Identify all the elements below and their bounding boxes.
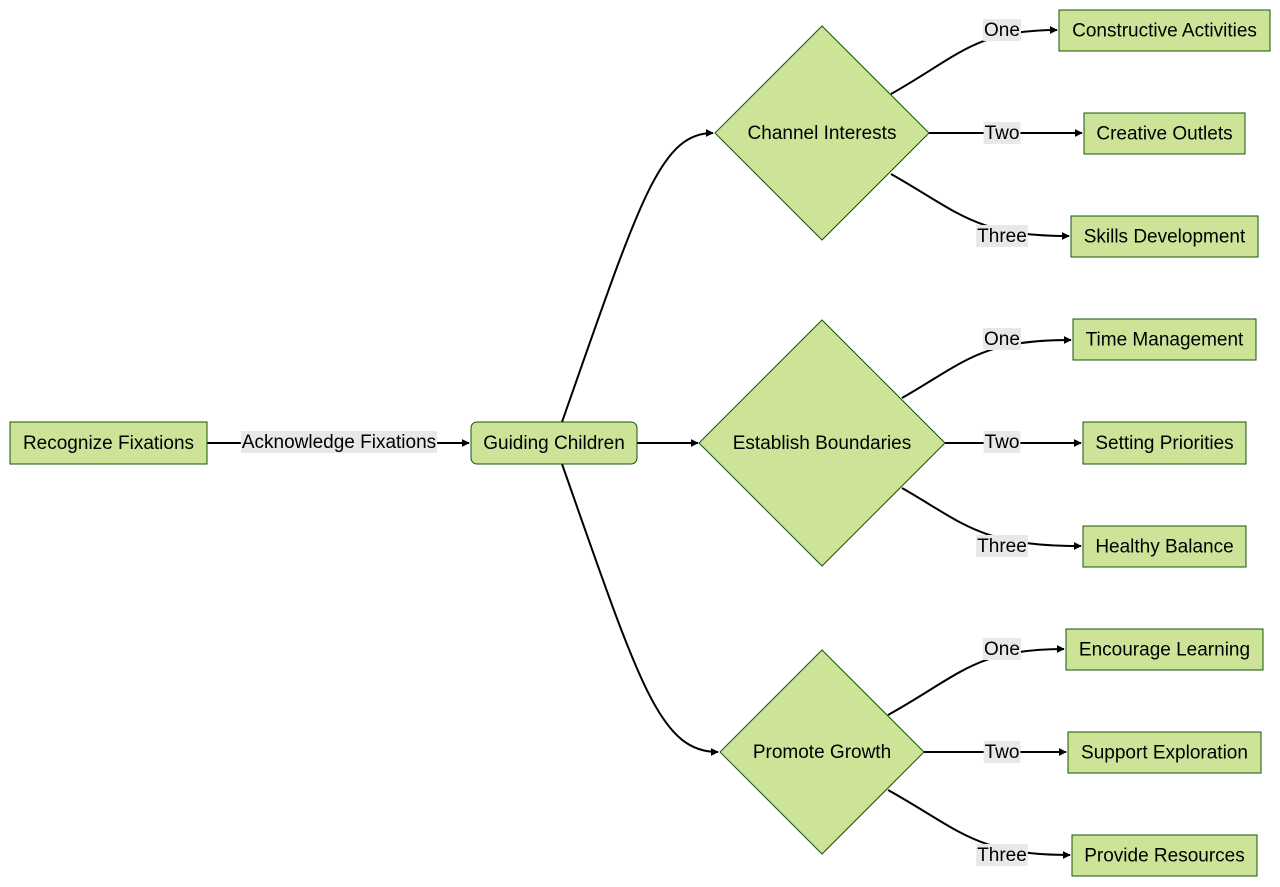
diamond-shape — [719, 649, 925, 855]
node-label: Promote Growth — [753, 742, 891, 763]
edge-promote-to-learning: One — [887, 638, 1065, 716]
node-label: Creative Outlets — [1096, 124, 1232, 145]
edge-label: One — [984, 639, 1020, 660]
rect-shape — [1082, 421, 1247, 465]
node-label: Time Management — [1086, 330, 1244, 351]
edge-guiding-to-promote — [561, 463, 719, 756]
rect-shape — [1082, 525, 1247, 568]
edge-label-background — [983, 122, 1021, 144]
node-label: Healthy Balance — [1095, 537, 1233, 558]
edge-label: One — [984, 329, 1020, 350]
edge-label-background — [983, 328, 1021, 350]
edge-arrow — [887, 645, 1065, 716]
edge-arrow — [887, 789, 1071, 859]
edge-arrow — [901, 487, 1082, 550]
rect-shape — [1072, 318, 1257, 361]
rect-shape — [1058, 9, 1271, 52]
node-label: Constructive Activities — [1072, 21, 1257, 42]
rect-shape — [1065, 628, 1264, 671]
edge-label-background — [983, 19, 1021, 41]
edge-promote-to-resources: Three — [887, 789, 1071, 866]
edge-label: One — [984, 20, 1020, 41]
edge-label: Acknowledge Fixations — [242, 432, 436, 453]
edge-arrow — [890, 173, 1070, 240]
node-promote: Promote Growth — [719, 649, 925, 855]
edge-label-background — [983, 741, 1021, 763]
node-label: Encourage Learning — [1079, 640, 1250, 661]
node-priorities: Setting Priorities — [1082, 421, 1247, 465]
node-resources: Provide Resources — [1071, 834, 1258, 877]
rect-shape — [1067, 731, 1262, 774]
edge-channel-to-skills: Three — [890, 173, 1070, 247]
node-creative: Creative Outlets — [1083, 112, 1246, 155]
node-establish: Establish Boundaries — [698, 319, 946, 567]
rect-shape — [1071, 834, 1258, 877]
node-time: Time Management — [1072, 318, 1257, 361]
rect-shape — [1083, 112, 1246, 155]
node-channel: Channel Interests — [714, 25, 930, 241]
node-label: Recognize Fixations — [23, 433, 194, 454]
node-label: Skills Development — [1084, 227, 1246, 248]
edge-label: Three — [977, 536, 1027, 557]
edge-channel-to-constructive: One — [890, 19, 1058, 95]
edge-arrow — [561, 129, 714, 423]
edge-label-background — [983, 431, 1021, 453]
node-guiding: Guiding Children — [470, 421, 638, 465]
node-label: Channel Interests — [748, 123, 897, 144]
edges-layer: Acknowledge FixationsOneTwoThreeOneTwoTh… — [207, 19, 1083, 866]
node-label: Establish Boundaries — [733, 433, 912, 454]
rounded-rect-shape — [470, 421, 638, 465]
edge-label-background — [976, 844, 1028, 866]
node-label: Setting Priorities — [1095, 433, 1233, 454]
edge-establish-to-priorities: Two — [945, 431, 1082, 453]
edge-recognize-to-guiding: Acknowledge Fixations — [207, 431, 470, 453]
edge-label-background — [976, 535, 1028, 557]
node-label: Provide Resources — [1084, 846, 1245, 867]
node-learning: Encourage Learning — [1065, 628, 1264, 671]
nodes-layer: Recognize Fixations Guiding Children Chann… — [9, 9, 1271, 877]
edge-label: Two — [985, 742, 1020, 763]
node-label: Guiding Children — [483, 433, 625, 454]
diamond-shape — [698, 319, 946, 567]
edge-arrow — [901, 336, 1072, 399]
node-label: Support Exploration — [1081, 743, 1248, 764]
edge-arrow — [890, 26, 1058, 95]
node-recognize: Recognize Fixations — [9, 421, 208, 465]
edge-arrow — [561, 463, 719, 756]
edge-label: Three — [977, 226, 1027, 247]
edge-establish-to-time: One — [901, 328, 1072, 399]
edge-guiding-to-channel — [561, 129, 714, 423]
edge-label: Two — [985, 432, 1020, 453]
diamond-shape — [714, 25, 930, 241]
edge-label: Three — [977, 845, 1027, 866]
node-constructive: Constructive Activities — [1058, 9, 1271, 52]
node-balance: Healthy Balance — [1082, 525, 1247, 568]
edge-label: Two — [985, 123, 1020, 144]
edge-promote-to-exploration: Two — [924, 741, 1067, 763]
rect-shape — [1070, 215, 1259, 258]
edge-label-background — [240, 431, 438, 453]
edge-label-background — [983, 638, 1021, 660]
edge-label-background — [976, 225, 1028, 247]
edge-establish-to-balance: Three — [901, 487, 1082, 557]
edge-channel-to-creative: Two — [929, 122, 1083, 144]
node-skills: Skills Development — [1070, 215, 1259, 258]
node-exploration: Support Exploration — [1067, 731, 1262, 774]
rect-shape — [9, 421, 208, 465]
